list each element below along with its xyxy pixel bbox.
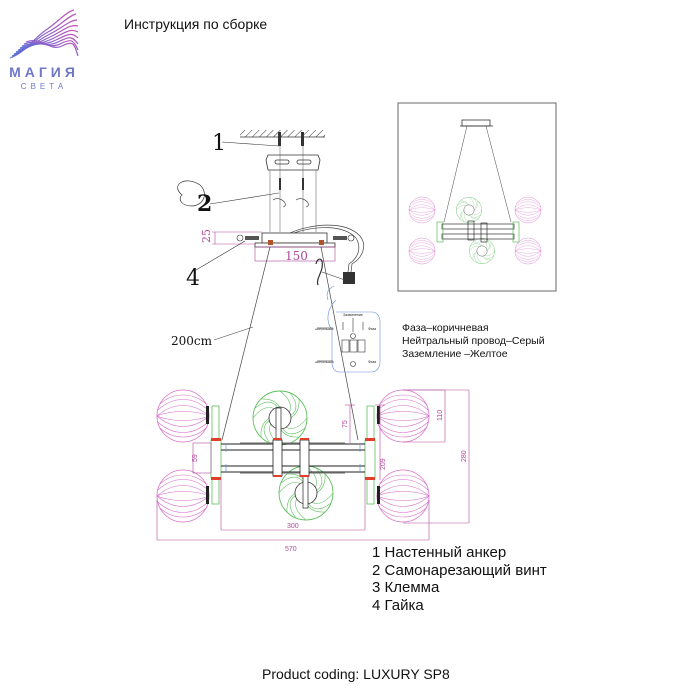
screw-icon <box>279 178 304 190</box>
wiring-legend: Фаза–коричневая Нейтральный провод–Серый… <box>402 322 545 361</box>
terminal-clamp-icon <box>343 272 355 284</box>
terminal-label-neutral-bottom: нейтральный <box>315 360 334 364</box>
shade-pink <box>156 469 210 523</box>
parts-item: 4 Гайка <box>372 596 424 614</box>
parts-list: 1 Настенный анкер 2 Самонарезающий винт … <box>372 544 547 614</box>
terminal-label-neutral-top: нейтральный <box>315 327 334 331</box>
terminal-label-phase-top: Фаза <box>368 327 376 331</box>
suspension-cable-left <box>221 246 271 441</box>
wall-anchor-icon <box>278 132 304 146</box>
wave-logo-icon <box>9 9 79 59</box>
callout-2: 2 <box>197 191 212 217</box>
page-title: Инструкция по сборке <box>124 16 268 32</box>
mount-height-label: 25 <box>200 229 213 243</box>
callout-1: 1 <box>212 131 226 156</box>
callout-4: 4 <box>186 266 200 291</box>
terminal-block-schematic: Заземление нейтральный нейтральный Фаза … <box>315 299 381 373</box>
cable-length-label: 200cm <box>171 334 213 348</box>
product-coding: Product coding: LUXURY SP8 <box>262 666 450 682</box>
suspension-cable-right <box>320 246 359 441</box>
terminal-label-ground: Заземление <box>343 313 363 317</box>
mount-width-label: 150 <box>285 249 308 263</box>
shade-pink <box>376 389 430 443</box>
terminal-label-phase-bottom: Фаза <box>368 360 376 364</box>
dim-total-height: 280 <box>461 450 468 462</box>
dimension-lines <box>156 389 470 541</box>
brand-name: МАГИЯ <box>9 64 79 80</box>
mounting-bracket-icon <box>265 154 321 171</box>
dim-inner-width: 300 <box>287 523 299 530</box>
ceiling-mount-assembly: 1 2 <box>177 130 364 301</box>
wiring-phase: Фаза–коричневая <box>402 322 489 334</box>
ceiling-hatch <box>240 130 325 137</box>
dim-center-height: 209 <box>380 458 387 470</box>
shade-pink <box>376 469 430 523</box>
parts-item: 2 Самонарезающий винт <box>372 561 547 579</box>
parts-item: 1 Настенный анкер <box>372 544 507 561</box>
dim-total-width: 570 <box>285 546 297 553</box>
dim-bar-height: 59 <box>192 454 199 462</box>
parts-item: 3 Клемма <box>372 579 440 596</box>
fixture-preview <box>397 102 557 292</box>
fixture-main-drawing: 59 75 209 110 280 300 570 <box>156 389 470 553</box>
brand-logo: МАГИЯ СВЕТА <box>4 8 84 98</box>
brand-subtitle: СВЕТА <box>20 82 68 91</box>
shade-pink <box>156 389 210 443</box>
wiring-ground: Заземление –Желтое <box>402 348 508 360</box>
wiring-neutral: Нейтральный провод–Серый <box>402 335 545 347</box>
dim-arm-height: 75 <box>342 420 349 428</box>
dim-shade-height: 110 <box>437 410 444 421</box>
